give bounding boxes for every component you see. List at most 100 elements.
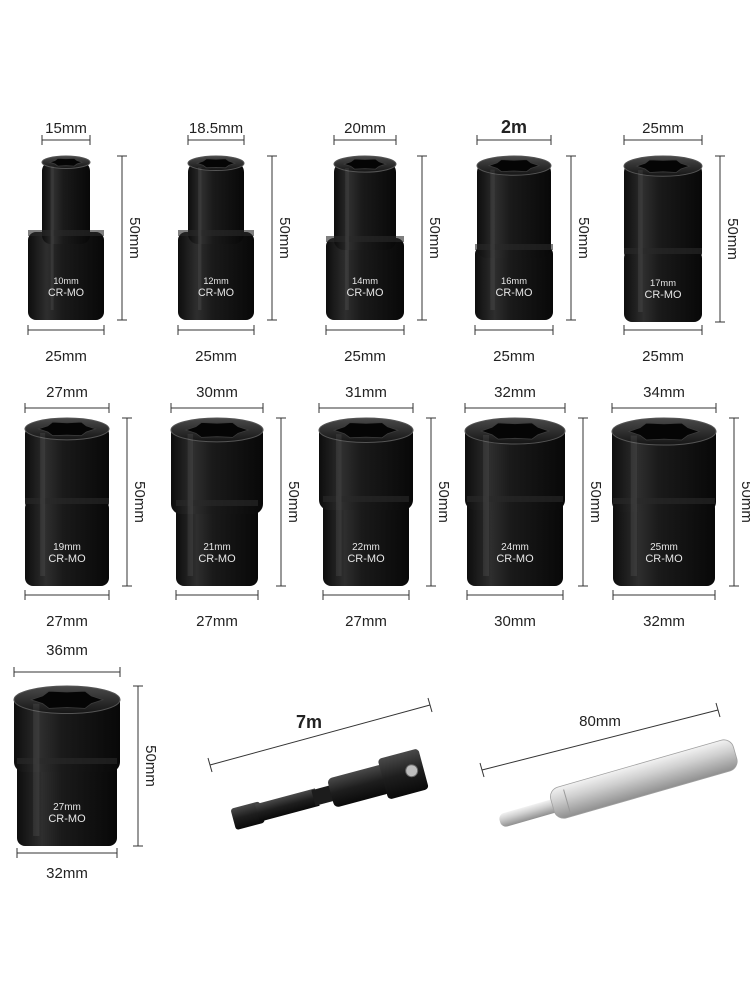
socket-material-engraving: CR-MO	[496, 553, 534, 565]
socket-spiral-opening	[37, 421, 97, 437]
socket-upper-body	[171, 424, 263, 514]
drive-adapter	[231, 749, 429, 830]
socket-material-engraving: CR-MO	[347, 553, 385, 565]
socket-drive-body	[326, 238, 404, 320]
socket-drive-body	[613, 500, 715, 586]
adapter-groove	[311, 785, 335, 806]
height-label: 50mm	[142, 745, 159, 787]
height-label: 50mm	[276, 217, 293, 259]
socket-spiral-opening	[487, 159, 541, 173]
height-label: 50mm	[285, 481, 302, 523]
socket-spiral-opening	[635, 159, 691, 173]
socket-spiral-opening	[332, 422, 400, 439]
rod-body	[550, 739, 738, 819]
socket-size-engraving: 21mm	[203, 542, 230, 553]
socket-material-engraving: CR-MO	[198, 553, 236, 565]
height-label: 50mm	[126, 217, 143, 259]
socket-shoulder	[25, 498, 109, 504]
height-label: 50mm	[435, 481, 452, 523]
socket-upper-body	[477, 162, 551, 258]
height-label: 50mm	[724, 218, 741, 260]
socket-material-engraving: CR-MO	[347, 287, 384, 299]
socket-upper-body	[42, 162, 90, 244]
socket-size-engraving: 22mm	[352, 542, 380, 553]
socket-size-engraving: 12mm	[203, 276, 228, 286]
socket-material-engraving: CR-MO	[645, 553, 683, 565]
socket-upper-body	[188, 162, 244, 244]
bottom-width-label: 27mm	[46, 613, 88, 630]
socket-highlight	[33, 703, 40, 836]
bottom-width-label: 25mm	[493, 348, 535, 365]
socket-upper-body	[334, 162, 396, 250]
bottom-width-label: 32mm	[46, 865, 88, 882]
socket-material-engraving: CR-MO	[48, 287, 84, 299]
socket-size-engraving: 17mm	[650, 278, 676, 288]
bottom-width-label: 25mm	[344, 348, 386, 365]
height-label: 50mm	[738, 481, 750, 523]
adapter-collar	[328, 765, 390, 807]
socket-spiral-opening	[29, 690, 105, 709]
top-width-label: 15mm	[45, 120, 87, 137]
top-width-label: 32mm	[494, 384, 536, 401]
bottom-width-label: 30mm	[494, 613, 536, 630]
height-label: 50mm	[587, 481, 604, 523]
socket-drive-body	[323, 498, 409, 586]
rod-length-label: 80mm	[579, 713, 621, 730]
socket-upper-body	[612, 424, 716, 512]
adapter-length-tick-end	[427, 697, 433, 713]
bottom-width-label: 32mm	[643, 613, 685, 630]
socket-material-engraving: CR-MO	[198, 287, 234, 299]
sockets-layer: 10mmCR-MO15mm25mm50mm12mmCR-MO18.5mm25mm…	[13, 117, 750, 882]
rod-length-tick-start	[479, 762, 485, 778]
socket-highlight	[335, 434, 342, 576]
top-width-label: 27mm	[46, 384, 88, 401]
socket-highlight	[483, 435, 489, 576]
socket-spiral-opening	[184, 422, 250, 438]
adapter-hex-shank	[255, 788, 320, 822]
adapter-length-label: 7m	[296, 712, 322, 732]
socket-drive-body	[178, 232, 254, 320]
bottom-width-label: 25mm	[195, 348, 237, 365]
socket-shoulder	[323, 496, 409, 502]
socket-drive-body	[28, 232, 104, 320]
socket-size-engraving: 16mm	[501, 276, 527, 286]
socket-highlight	[187, 433, 194, 576]
bottom-width-label: 27mm	[196, 613, 238, 630]
socket-drive-body	[475, 246, 553, 320]
socket-spiral-opening	[48, 157, 84, 167]
socket-highlight	[490, 169, 495, 310]
socket-highlight	[345, 168, 349, 310]
socket-size-engraving: 10mm	[53, 276, 78, 286]
socket-shoulder	[613, 498, 715, 504]
top-width-label: 20mm	[344, 120, 386, 137]
socket-size-engraving: 27mm	[53, 802, 81, 813]
socket-upper-body	[624, 162, 702, 262]
socket-material-engraving: CR-MO	[48, 553, 86, 565]
rod-pin	[499, 799, 559, 827]
socket-upper-body	[465, 424, 565, 510]
socket-size-engraving: 25mm	[650, 542, 678, 553]
socket-shoulder	[467, 496, 563, 502]
socket-spiral-opening	[342, 158, 388, 170]
top-width-label: 2m	[501, 117, 527, 137]
height-label: 50mm	[575, 217, 592, 259]
socket-material-engraving: CR-MO	[645, 289, 682, 301]
socket-drive-body	[25, 500, 109, 586]
adapter-length-tick-start	[207, 757, 213, 773]
socket-size-engraving: 24mm	[501, 542, 529, 553]
socket-shoulder	[326, 236, 404, 242]
socket-highlight	[630, 435, 637, 576]
socket-size-engraving: 19mm	[53, 542, 81, 553]
socket-highlight	[198, 167, 202, 310]
rod-length-tick-end	[715, 702, 721, 718]
adapter-detent-ball	[405, 764, 419, 778]
rod-shoulder-edge	[563, 789, 571, 813]
top-width-label: 31mm	[345, 384, 387, 401]
socket-drive-body	[17, 760, 117, 846]
